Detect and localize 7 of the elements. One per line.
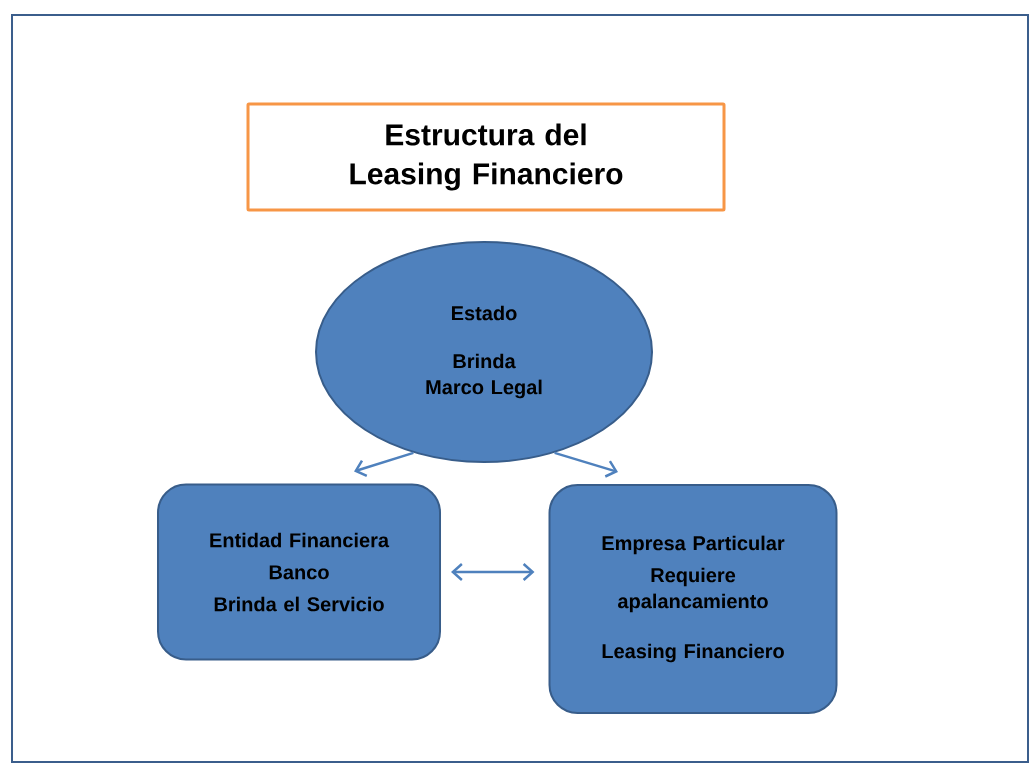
rounded-box: Empresa Particular Requiere apalancamiento Leasing Financiero [548,484,838,714]
arrow [354,451,414,477]
arrow [451,563,535,581]
arrow [554,451,618,478]
rounded-box: Entidad Financiera Banco Brinda el Servicio [157,483,441,661]
title-box: Estructura del Leasing Financiero [246,102,726,212]
ellipse-node: Estado Brinda Marco Legal [315,241,653,463]
